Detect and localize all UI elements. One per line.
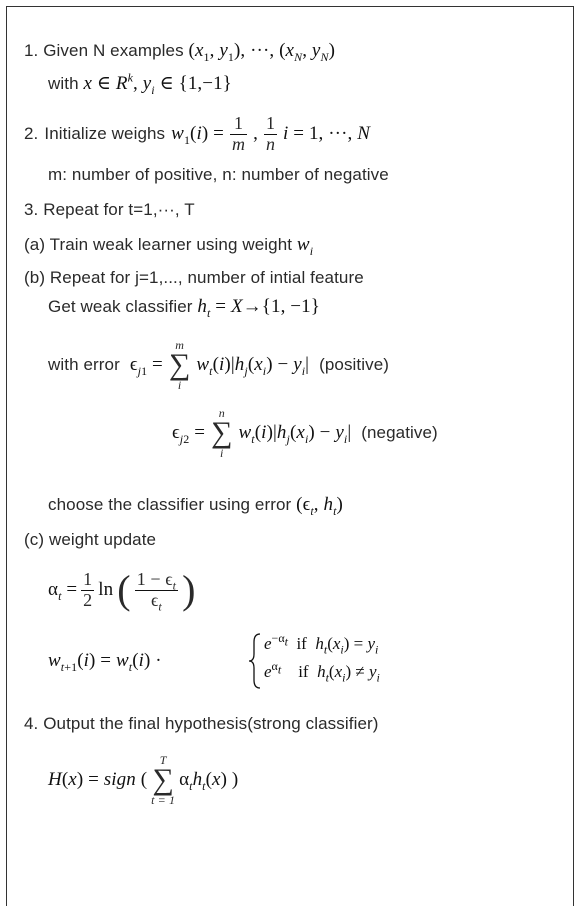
step-3a-weight: wi — [296, 234, 314, 258]
case-equal: e−αt if ht(xi) = yi — [264, 631, 379, 657]
epsilon-j1: ϵj1 = — [129, 354, 163, 378]
step-3b-get-line: Get weak classifier ht = X→{1, −1} — [48, 296, 320, 320]
error-positive-body: wt(i)|hj(xi) − yi| — [196, 354, 310, 378]
step-1-text: Given N examples — [43, 41, 184, 60]
step-3b-line: (b) Repeat for j=1,..., number of intial… — [24, 268, 364, 287]
weight-update-line: wt+1(i) = wt(i) · — [48, 636, 162, 686]
step-2-lhs: w1(i) = — [171, 123, 224, 147]
final-hypothesis-body: αtht(x) ) — [179, 769, 239, 793]
case-if-2: if — [298, 662, 309, 681]
step-3a-line: (a) Train weak learner using weight wi — [24, 234, 314, 258]
positive-label: (positive) — [319, 355, 390, 374]
weight-update-lhs: wt+1(i) = wt(i) · — [48, 650, 162, 674]
choose-formula: (ϵt, ht) — [296, 494, 343, 518]
step-4-number: 4. — [24, 714, 39, 733]
step-1-line: 1. Given N examples (x1, y1), ···, (xN, … — [24, 40, 335, 64]
error-negative-line: ϵj2 = n∑i wt(i)|hj(xi) − yi| (negative) — [172, 404, 438, 462]
sum-operator-positive: m∑i — [168, 337, 191, 393]
step-2-range: i = 1, ···, N — [283, 123, 371, 144]
final-hypothesis-lhs: H(x) = sign ( — [48, 769, 148, 790]
sum-operator-negative: n∑i — [211, 405, 233, 461]
step-4-line: 4. Output the final hypothesis(strong cl… — [24, 714, 379, 734]
step-1-examples: (x1, y1), ···, (xN, yN) — [188, 40, 335, 64]
error-negative-body: wt(i)|hj(xi) − yi| — [238, 422, 352, 446]
step-3c-line: (c) weight update — [24, 530, 157, 549]
step-1-number: 1. — [24, 41, 39, 60]
alpha-lhs: αt = — [48, 579, 78, 603]
with-error-text: with error — [48, 355, 120, 374]
step-1-domain-line: with x ∈ Rk, yi ∈ {1,−1} — [48, 70, 232, 97]
case-if-1: if — [296, 634, 307, 653]
get-weak-classifier-text: Get weak classifier — [48, 297, 193, 316]
sum-operator-final: T∑t = 1 — [151, 752, 176, 808]
step-2-note: m: number of positive, n: number of nega… — [48, 165, 389, 184]
step-3a-text: (a) Train weak learner using weight — [24, 235, 293, 254]
error-positive-line: with error ϵj1 = m∑i wt(i)|hj(xi) − yi| … — [48, 336, 389, 394]
choose-text: choose the classifier using error — [48, 495, 292, 514]
step-1-with: with — [48, 74, 79, 93]
case-not-equal: eαt if ht(xi) ≠ yi — [264, 659, 380, 685]
step-3-text: Repeat for t=1,···, T — [43, 200, 195, 219]
case-brace — [248, 633, 261, 689]
step-3-line: 3. Repeat for t=1,···, T — [24, 200, 195, 220]
step-3-number: 3. — [24, 200, 39, 219]
step-2-text: Initialize weighs — [44, 124, 166, 143]
weak-classifier-formula: ht = X→{1, −1} — [197, 296, 320, 320]
choose-classifier-line: choose the classifier using error (ϵt, h… — [48, 494, 343, 518]
algorithm-box — [6, 6, 574, 906]
epsilon-j2: ϵj2 = — [172, 422, 206, 446]
step-2-number: 2. — [24, 124, 39, 143]
final-hypothesis-line: H(x) = sign ( T∑t = 1 αtht(x) ) — [48, 748, 238, 812]
negative-label: (negative) — [361, 423, 438, 442]
step-1-domain: x ∈ Rk, yi ∈ {1,−1} — [83, 70, 232, 97]
step-4-text: Output the final hypothesis(strong class… — [43, 714, 379, 733]
